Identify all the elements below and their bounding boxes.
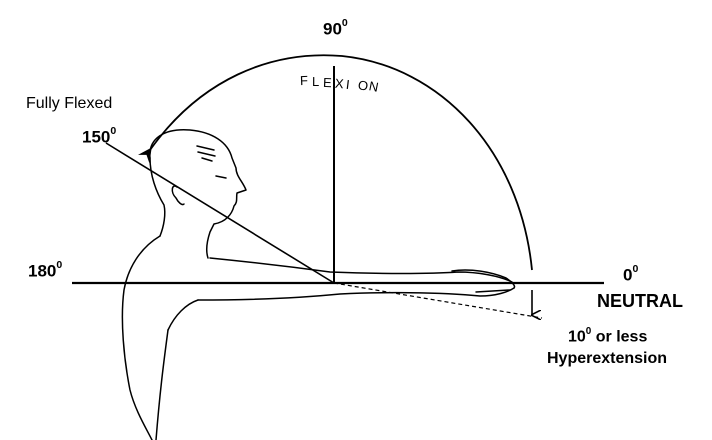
flexion-letter: L <box>311 73 319 90</box>
flexion-letter: F <box>299 72 309 89</box>
back-degree-label: 1800 <box>28 259 63 281</box>
flexion-letter: E <box>322 74 332 91</box>
flexed-150-line <box>105 142 335 284</box>
fully-flexed-label: Fully Flexed <box>26 95 113 112</box>
hyperextension-degree-label: 100 or less <box>568 325 648 346</box>
vertical-degree-label: 900 <box>323 17 348 39</box>
neutral-label: NEUTRAL <box>597 291 683 311</box>
person-figure <box>121 129 516 440</box>
hyperextension-line <box>333 282 543 319</box>
neutral-degree-label: 00 <box>623 263 639 285</box>
flexion-letter: O <box>356 77 369 94</box>
hyperextension-label: Hyperextension <box>547 350 668 367</box>
flexion-letter: X <box>333 75 344 92</box>
flexed-degree-label: 1500 <box>82 125 117 147</box>
flexion-arc-arrow <box>137 54 533 271</box>
